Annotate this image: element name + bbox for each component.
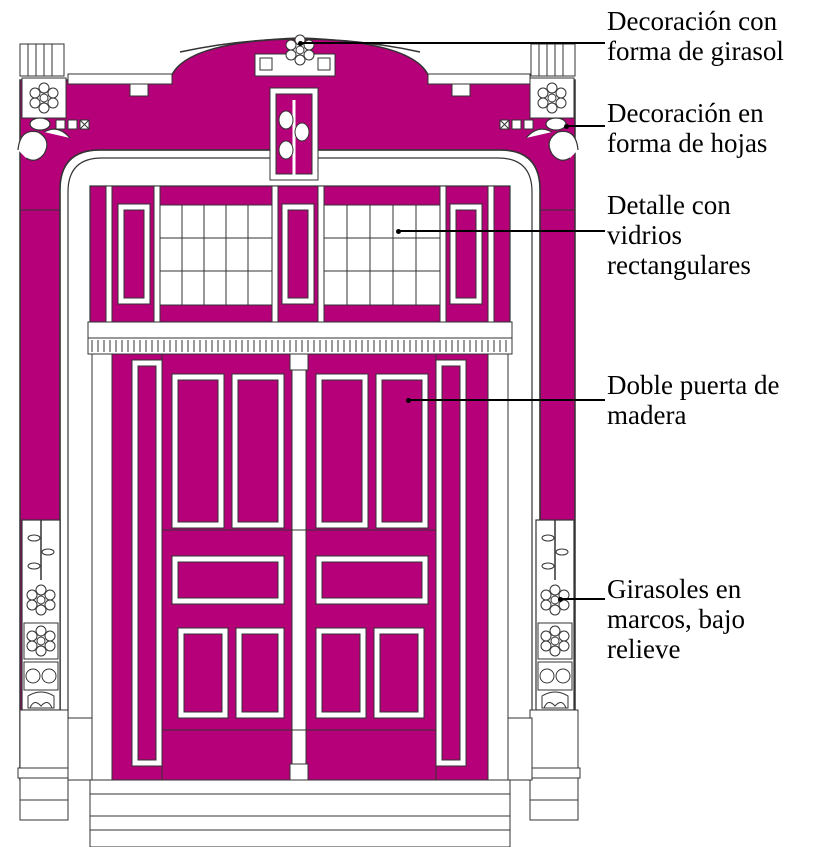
door-panel-inset <box>177 379 219 523</box>
door-panel-inset <box>321 379 363 523</box>
leader-vidrios-dot <box>396 229 401 234</box>
label-double-door: Doble puerta de madera <box>607 370 780 430</box>
leader-hojas-dot <box>564 124 569 129</box>
leader-hojas <box>566 125 605 127</box>
leader-girasol-dot <box>298 41 303 46</box>
door-panel-inset <box>183 633 223 713</box>
door-panel-inset <box>379 633 419 713</box>
leader-puerta <box>408 399 605 401</box>
label-sunflowers-relief: Girasoles en marcos, bajo relieve <box>607 574 745 664</box>
leader-puerta-dot <box>406 398 411 403</box>
door-panel-inset <box>321 633 361 713</box>
door-panel-inset <box>381 379 423 523</box>
door-panel-inset <box>321 561 423 599</box>
door-panel-inset <box>241 633 279 713</box>
label-leaf-decoration: Decoración en forma de hojas <box>607 98 768 158</box>
door-panel-inset <box>177 561 279 599</box>
label-sunflower-decoration: Decoración con forma de girasol <box>607 6 784 66</box>
leader-girasoles-dot <box>558 597 563 602</box>
leader-girasoles <box>560 598 605 600</box>
label-glass-detail: Detalle con vidrios rectangulares <box>607 190 751 280</box>
door-panel-inset <box>237 379 279 523</box>
leader-vidrios <box>398 230 605 232</box>
leader-girasol <box>300 42 605 44</box>
